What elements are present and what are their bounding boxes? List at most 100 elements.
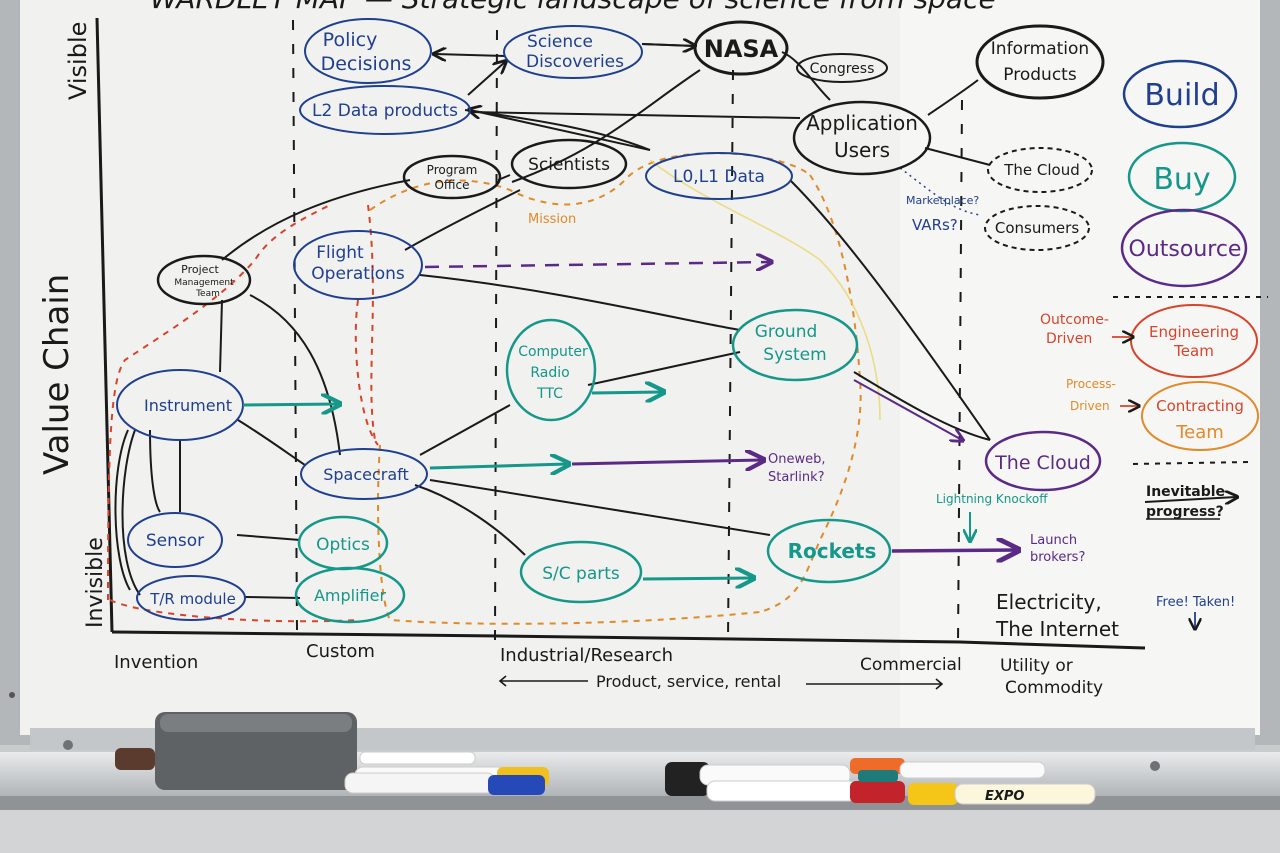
engineering-region [107, 204, 379, 623]
node-ground-2: System [763, 345, 826, 365]
legend-contracting-1: Contracting [1156, 397, 1244, 415]
node-flight-ops-2: Operations [311, 264, 405, 284]
node-computer-2: Radio [530, 365, 569, 381]
eraser-top [160, 714, 352, 732]
node-l01: L0,L1 Data [673, 167, 765, 187]
node-program-office-1: Program [427, 163, 478, 177]
node-science-1: Science [527, 32, 593, 52]
legend-separator-2 [1132, 461, 1251, 465]
node-instrument: Instrument [144, 396, 232, 415]
spacecraft-evolve-teal-arrow [429, 464, 567, 468]
legend-engineering-1: Engineering [1149, 323, 1239, 341]
node-mission: Mission [528, 212, 576, 227]
stage-commodity: Commodity [1005, 678, 1103, 698]
node-ground-1: Ground [755, 322, 818, 342]
node-congress: Congress [810, 61, 875, 77]
node-amplifier: Amplifier [314, 586, 387, 605]
tray-screw-right [1150, 761, 1160, 771]
inevitable-arrow [1144, 497, 1236, 502]
stage-invention: Invention [114, 652, 198, 673]
node-info-products-2: Products [1003, 65, 1077, 85]
flight-ops-evolve-arrow [424, 262, 770, 267]
node-info-products-1: Information [991, 39, 1089, 59]
ground-to-cloud-arrow [853, 379, 962, 440]
stage-industrial: Industrial/Research [500, 645, 673, 666]
contracting-ellipse [1141, 381, 1259, 451]
legend-engineering-2: Team [1173, 342, 1214, 360]
node-app-users-2: Users [834, 138, 890, 162]
brown-marker-cap[interactable] [115, 748, 155, 770]
instrument-evolve-arrow [242, 404, 338, 405]
purple-node-shapes [984, 208, 1248, 492]
nasa-to-science-arrow [641, 44, 694, 46]
computer-evolve-arrow [591, 392, 662, 393]
x-sub-arrow-right [806, 678, 944, 690]
node-spacecraft: Spacecraft [323, 465, 409, 484]
expo-label: EXPO [985, 789, 1024, 804]
legend-free: Free! Taken! [1156, 595, 1235, 610]
legend-process-1: Process- [1066, 377, 1116, 391]
node-optics: Optics [316, 535, 370, 555]
tray-screw-left [63, 740, 73, 750]
y-axis-line [95, 17, 114, 633]
marker-red-cap[interactable] [706, 780, 905, 803]
stage-custom: Custom [306, 641, 375, 662]
board-surface [20, 0, 1260, 735]
node-rockets: Rockets [788, 539, 877, 563]
y-axis-invisible: Invisible [83, 537, 108, 628]
legend-outsource: Outsource [1129, 237, 1242, 262]
legend-inevitable-2: progress? [1146, 504, 1224, 520]
stage-commercial: Commercial [860, 655, 962, 675]
node-launch-2: brokers? [1030, 550, 1085, 565]
science-to-policy-arrow [435, 54, 506, 56]
node-cloud-big: The Cloud [994, 452, 1091, 474]
marker-expo-yellow[interactable]: EXPO [908, 783, 1096, 805]
node-pmt-3: Team [195, 289, 220, 299]
legend-buy: Buy [1153, 162, 1210, 197]
node-nasa: NASA [704, 35, 779, 63]
legend-outcome-1: Outcome- [1040, 312, 1109, 328]
node-electricity-2: The Internet [995, 617, 1119, 641]
node-cloud-small: The Cloud [1003, 161, 1080, 179]
marker-white-thin[interactable] [359, 751, 476, 765]
legend-outcome-2: Driven [1046, 331, 1092, 347]
legend-contracting-2: Team [1175, 422, 1224, 443]
node-launch-1: Launch [1030, 533, 1077, 548]
stage-utility: Utility or [1000, 656, 1073, 676]
node-consumers: Consumers [995, 219, 1079, 237]
floor-wall [0, 810, 1280, 853]
black-node-shapes [156, 20, 1105, 306]
node-science-2: Discoveries [526, 52, 624, 72]
dashed-outsource-nodes [984, 147, 1093, 251]
marker-orange-cap[interactable] [850, 758, 1046, 782]
node-app-users-1: Application [806, 111, 918, 135]
node-oneweb-1: Oneweb, [768, 452, 825, 467]
node-pmt-1: Project [181, 263, 219, 276]
marker-black-cap[interactable] [665, 762, 851, 796]
map-title: WARDLEY MAP — Strategic landscape of sci… [150, 0, 996, 15]
legend-inevitable-1: Inevitable [1146, 484, 1225, 500]
node-computer-3: TTC [536, 386, 563, 402]
x-sub-arrow-left [498, 675, 588, 687]
marketplace-dotted [899, 167, 981, 216]
l2-to-science-arrow [467, 62, 505, 96]
node-l2: L2 Data products [312, 101, 458, 121]
node-program-office-2: Office [434, 178, 469, 192]
y-axis-visible: Visible [64, 22, 92, 100]
spacecraft-evolve-purple-arrow [571, 460, 762, 464]
sc-parts-evolve-arrow [642, 578, 752, 579]
node-policy-2: Decisions [321, 53, 412, 75]
rockets-evolve-arrow [891, 550, 1016, 551]
node-scientists: Scientists [528, 155, 610, 175]
node-sc-parts: S/C parts [542, 564, 620, 584]
stage-dividers [292, 19, 963, 646]
node-marketplace-2: VARs? [912, 216, 958, 234]
faint-yellow-region [649, 159, 881, 421]
x-sub-label: Product, service, rental [596, 672, 781, 691]
l01-to-l2-arrow [470, 110, 651, 151]
frame-screw [9, 692, 15, 698]
legend-process-2: Driven [1070, 399, 1110, 413]
marker-blue-cap[interactable] [344, 772, 545, 795]
node-flight-ops-1: Flight [316, 243, 364, 263]
